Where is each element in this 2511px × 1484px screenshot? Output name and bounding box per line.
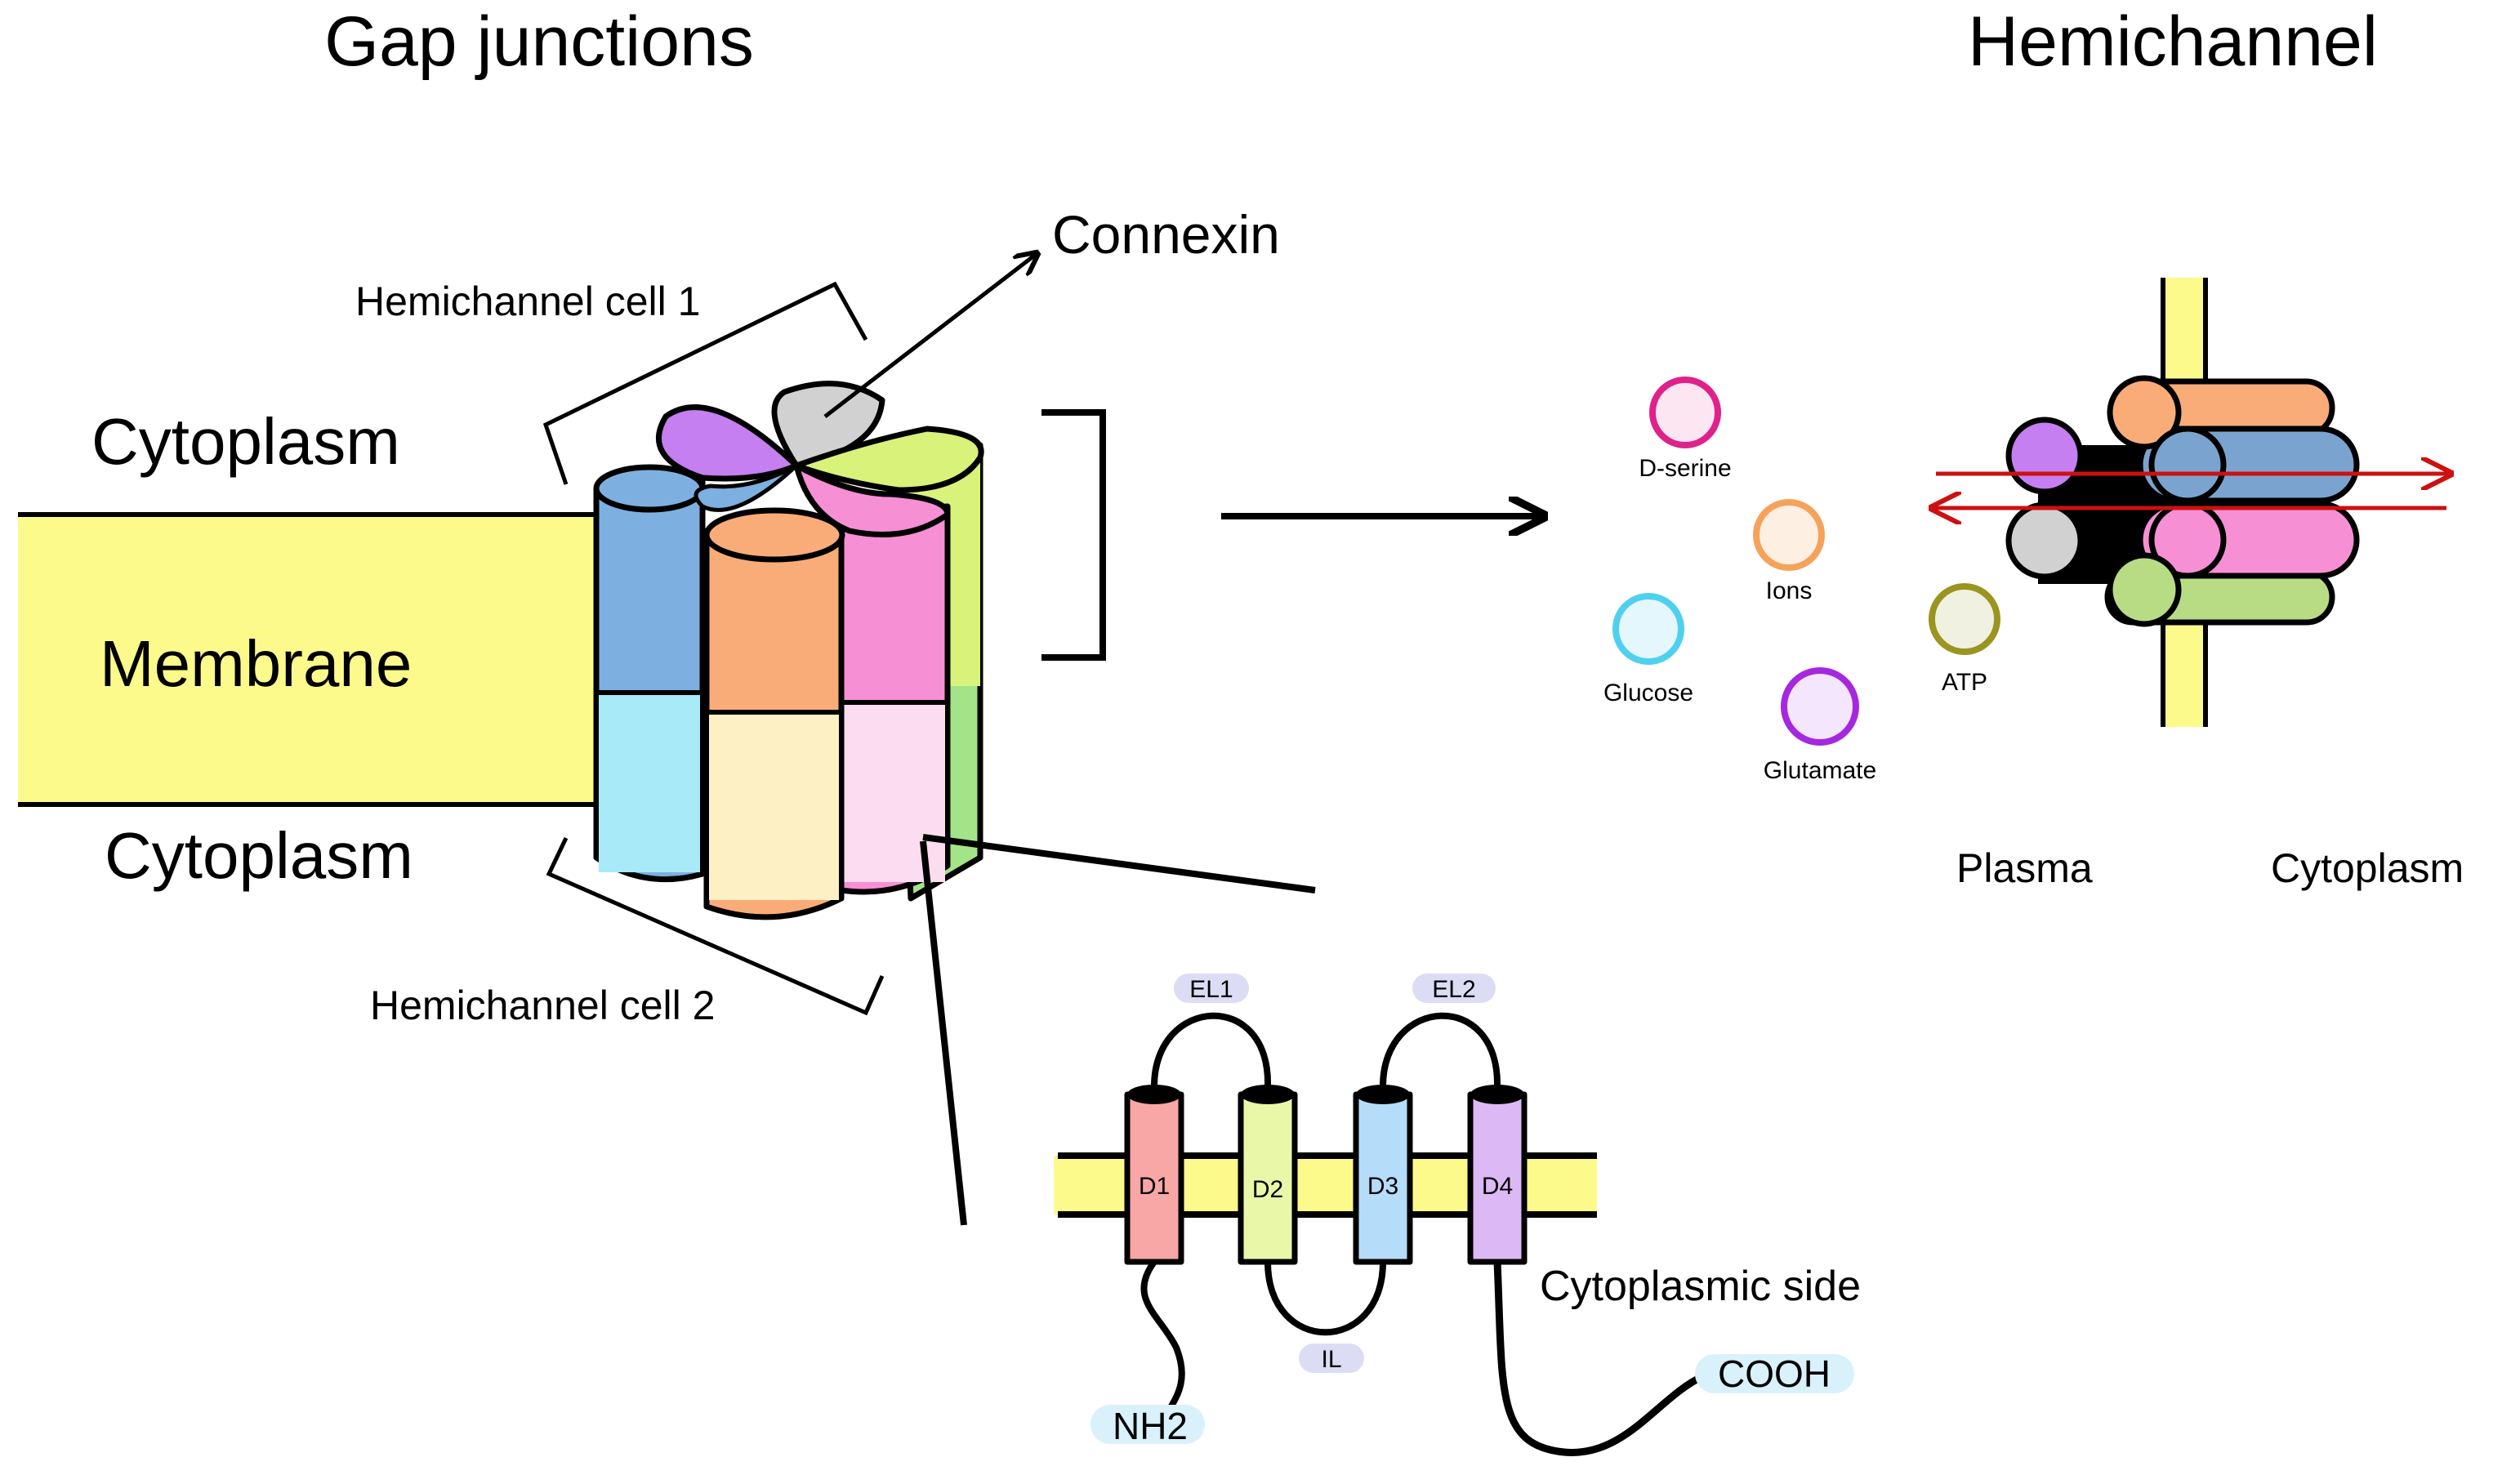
nh2-badge <box>1090 1405 1205 1444</box>
cytoplasm-bottom-label: Cytoplasm <box>105 819 413 892</box>
hemichannel-cell-2-bracket <box>546 836 885 1016</box>
domain-d2: D2 <box>1238 1085 1298 1265</box>
hemichannel-cell-1-label: Hemichannel cell 1 <box>355 279 700 324</box>
domain-d1: D1 <box>1124 1085 1184 1265</box>
el1-label: EL1 <box>1189 976 1233 1003</box>
glucose-label: Glucose <box>1603 680 1693 706</box>
molecules: D-serine Ions Glucose Glutamate ATP <box>1603 377 2000 784</box>
hemichannel-cell-2-label: Hemichannel cell 2 <box>370 983 715 1028</box>
glucose-molecule <box>1612 593 1684 665</box>
el2-label: EL2 <box>1432 976 1475 1003</box>
connexin-topology: D1 D2 D3 D4 EL1 EL2 IL NH2 COOH Cytoplas… <box>1054 974 1861 1456</box>
green-subunit <box>793 426 984 493</box>
domain-d4-label: D4 <box>1482 1173 1513 1200</box>
hemichannel-cell-1-bracket <box>542 281 868 485</box>
cytoplasm-top-label: Cytoplasm <box>91 405 400 478</box>
d-serine-molecule <box>1649 377 1721 448</box>
cooh-badge <box>1695 1354 1854 1393</box>
hemichannel-side-view <box>2005 278 2360 727</box>
cytoplasmic-side-label: Cytoplasmic side <box>1540 1263 1861 1310</box>
purple-subunit <box>655 404 800 482</box>
domain-d3: D3 <box>1353 1085 1413 1265</box>
pink-subunit <box>793 462 951 537</box>
hemichannel-bracket <box>1041 409 1106 661</box>
glutamate-label: Glutamate <box>1764 757 1876 784</box>
n-terminus-tail <box>1140 1259 1185 1423</box>
glutamate-molecule <box>1781 667 1859 746</box>
il-badge <box>1299 1344 1364 1373</box>
zoom-line-top <box>922 834 1316 894</box>
d-serine-label: D-serine <box>1639 455 1731 482</box>
connexin-pointer-arrow <box>823 253 1037 418</box>
cytoplasm-right-label: Cytoplasm <box>2271 845 2464 891</box>
el2-badge <box>1412 974 1496 1003</box>
plasma-label: Plasma <box>1956 845 2093 891</box>
el1-badge <box>1174 974 1249 1003</box>
atp-molecule <box>1929 583 2000 655</box>
connexin-label: Connexin <box>1052 204 1280 265</box>
hemichannel-title: Hemichannel <box>1968 2 2378 81</box>
atp-label: ATP <box>1942 669 1987 696</box>
cooh-label: COOH <box>1718 1353 1831 1395</box>
gap-junctions-title: Gap junctions <box>324 2 754 81</box>
c-terminus-tail <box>1493 1261 1705 1456</box>
extracellular-loop-1 <box>1151 1012 1272 1087</box>
ions-molecule <box>1753 499 1825 571</box>
domain-d2-label: D2 <box>1252 1176 1283 1203</box>
extracellular-loop-2 <box>1380 1012 1501 1087</box>
ions-label: Ions <box>1766 577 1813 604</box>
membrane-band <box>18 515 604 804</box>
domain-d1-label: D1 <box>1139 1173 1170 1200</box>
nh2-label: NH2 <box>1113 1405 1188 1447</box>
domain-d3-label: D3 <box>1367 1173 1398 1200</box>
connexon-barrel <box>593 381 984 920</box>
domain-d4: D4 <box>1467 1085 1528 1265</box>
intracellular-loop <box>1264 1261 1386 1336</box>
il-label: IL <box>1321 1346 1341 1373</box>
gray-subunit <box>771 381 885 469</box>
zoom-line-bottom <box>920 840 967 1226</box>
membrane-label: Membrane <box>100 627 412 700</box>
